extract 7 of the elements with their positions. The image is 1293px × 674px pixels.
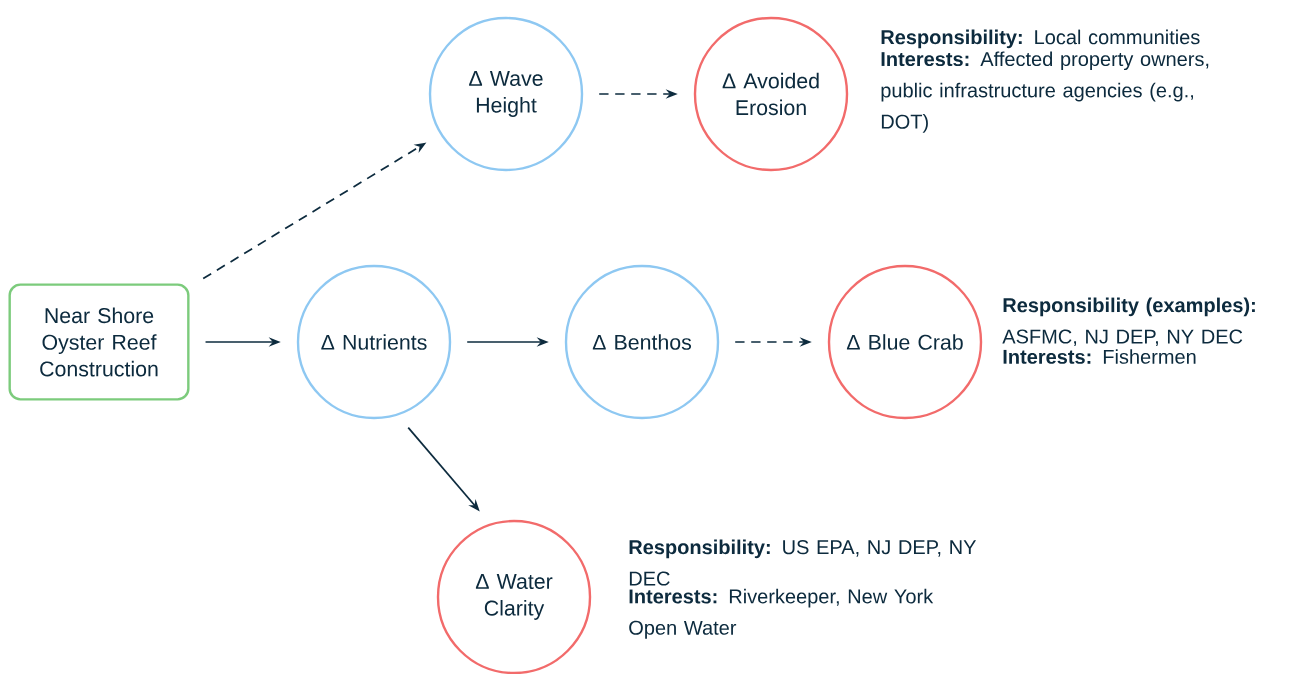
- stakeholder-note: Responsibility: US EPA, NJ DEP, NY DEC: [629, 539, 977, 586]
- action-box: Near Shore Oyster Reef Construction: [8, 283, 190, 401]
- stakeholder-note: Interests: Fishermen: [1003, 349, 1196, 364]
- stakeholder-note: Responsibility (examples): ASFMC, NJ DEP, NY DEC: [1002, 297, 1255, 346]
- stakeholder-note: Interests: Affected property owners, public infrastructure agencies (e.g., DOT): [881, 51, 1209, 133]
- stakeholder-note: Responsibility: Local communities: [881, 29, 1200, 49]
- stakeholder-note: Interests: Riverkeeper, New York Open Water: [629, 588, 934, 639]
